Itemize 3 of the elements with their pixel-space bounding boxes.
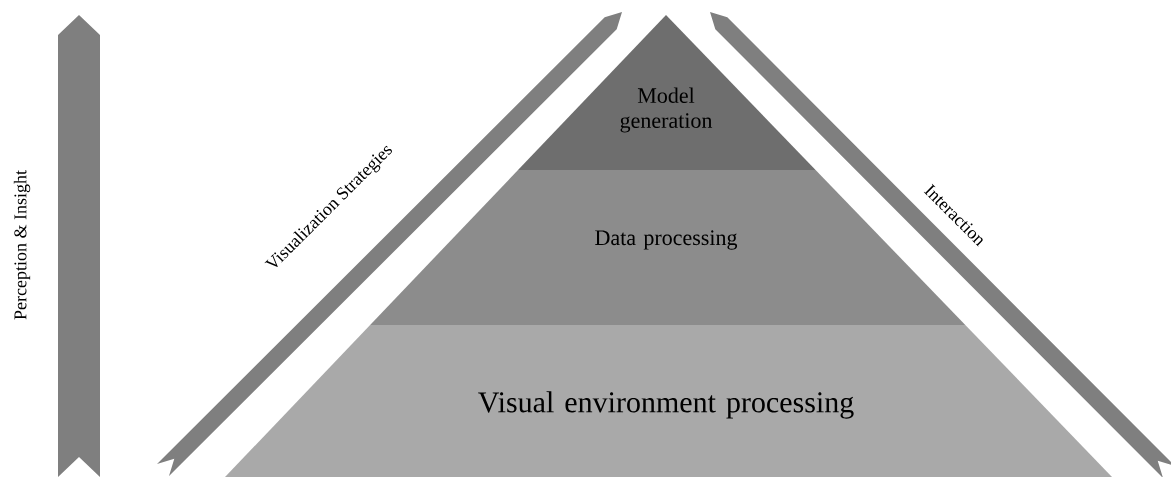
arrow-label: Perception & Insight [13, 170, 31, 320]
pyramid-layer: Model generation [518, 15, 816, 170]
pyramid-layer: Visual environment processing [225, 325, 1112, 477]
